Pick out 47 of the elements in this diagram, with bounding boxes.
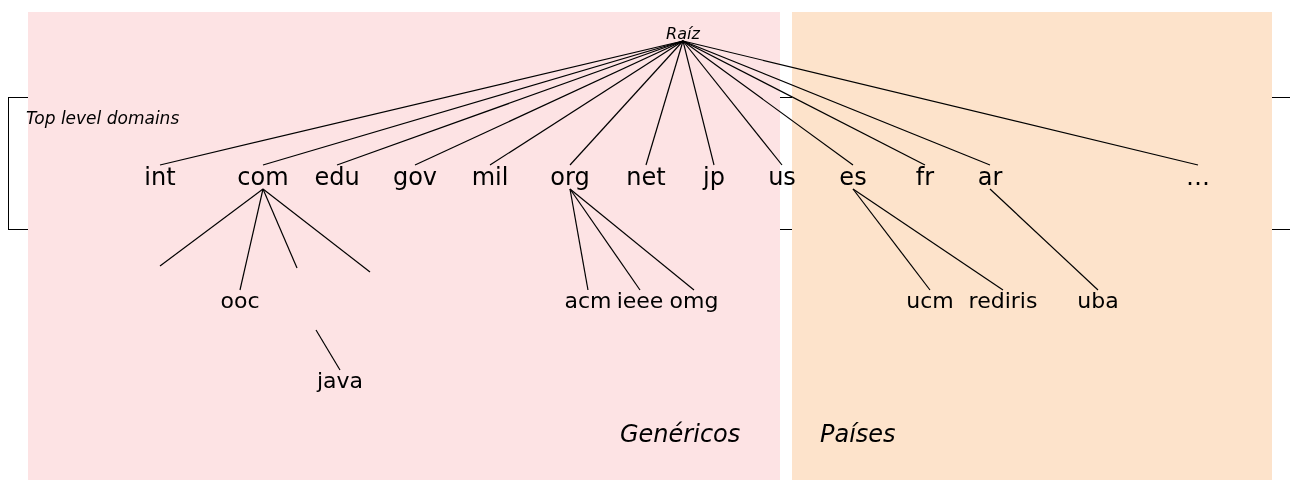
domain-label: ucm [906, 288, 954, 313]
domain-label: omg [669, 288, 719, 313]
tree-line [414, 40, 684, 166]
domain-label: int [144, 163, 176, 191]
tree-line [852, 188, 1004, 291]
domain-label: mil [471, 163, 509, 191]
tree-line [336, 40, 684, 166]
domain-label: Raíz [666, 24, 700, 43]
domain-label: net [626, 163, 666, 191]
domain-label: jp [703, 163, 725, 191]
domain-label: fr [915, 163, 935, 191]
domain-label: ar [977, 163, 1003, 191]
tree-line [239, 188, 264, 291]
domain-label: org [550, 163, 590, 191]
tree-line [569, 188, 695, 291]
tree-line [315, 329, 341, 371]
domain-label: java [316, 368, 364, 393]
tree-line [645, 40, 684, 166]
tree-line [989, 188, 1099, 291]
domain-label: acm [564, 288, 612, 313]
domain-label: ieee [616, 288, 664, 313]
domain-label: es [839, 163, 867, 191]
tree-line [569, 40, 684, 166]
tree-line [682, 40, 991, 166]
tree-line [262, 188, 298, 269]
tree-line [159, 188, 264, 267]
band-label: Top level domains [26, 108, 180, 128]
domain-label: gov [392, 163, 438, 191]
tree-line [852, 188, 931, 291]
region-label: Países [820, 420, 896, 448]
region-label: Genéricos [620, 420, 741, 448]
domain-label: uba [1077, 288, 1119, 313]
tree-line [682, 40, 715, 166]
domain-label: rediris [968, 288, 1038, 313]
tree-line [569, 188, 589, 291]
tree-line [489, 40, 684, 166]
domain-label: com [237, 163, 289, 191]
tree-line [682, 40, 854, 166]
tree-line [682, 40, 926, 166]
tree-line [682, 40, 783, 166]
tree-line [262, 188, 371, 273]
domain-label: edu [314, 163, 360, 191]
tree-line [682, 40, 1199, 166]
domain-label: … [1186, 163, 1210, 191]
domain-label: ooc [220, 288, 260, 313]
tree-line [569, 188, 641, 291]
domain-label: us [768, 163, 796, 191]
